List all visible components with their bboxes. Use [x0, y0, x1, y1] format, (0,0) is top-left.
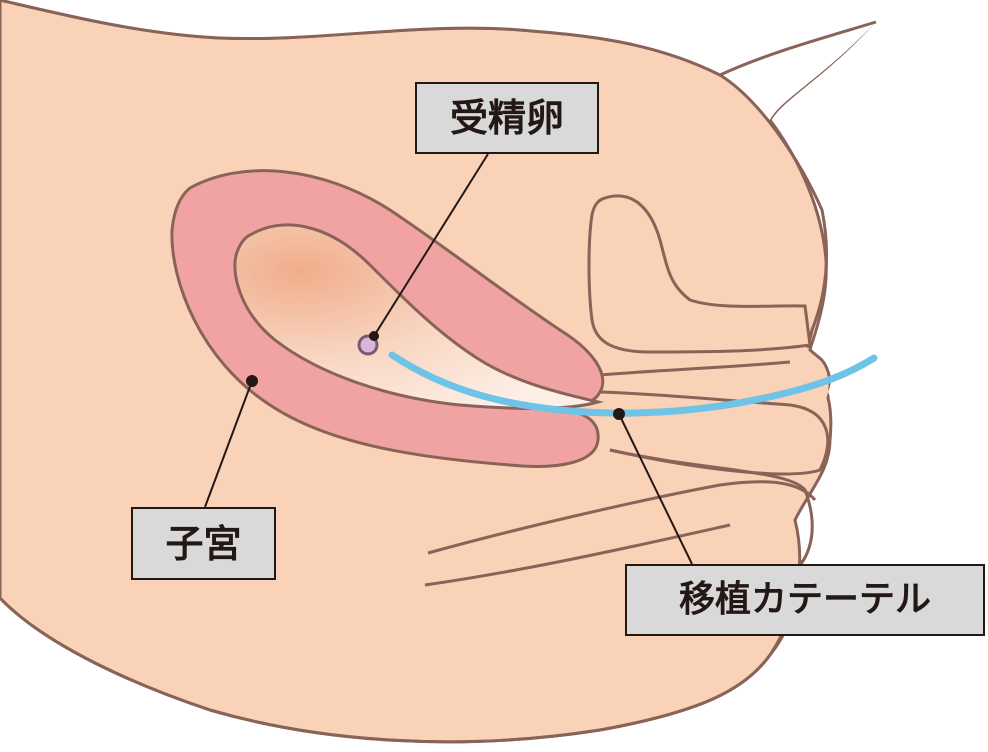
leader-dot-catheter: [613, 408, 625, 420]
uterus-label: 子宮: [131, 507, 276, 580]
leader-dot-uterus: [246, 375, 258, 387]
transfer-catheter-label: 移植カテーテル: [625, 564, 985, 636]
leader-dot-egg: [369, 331, 379, 341]
transfer-catheter-label-text: 移植カテーテル: [679, 582, 931, 618]
fertilized-egg-label-text: 受精卵: [450, 99, 564, 137]
fertilized-egg-label: 受精卵: [415, 82, 599, 154]
uterus-label-text: 子宮: [165, 525, 241, 563]
